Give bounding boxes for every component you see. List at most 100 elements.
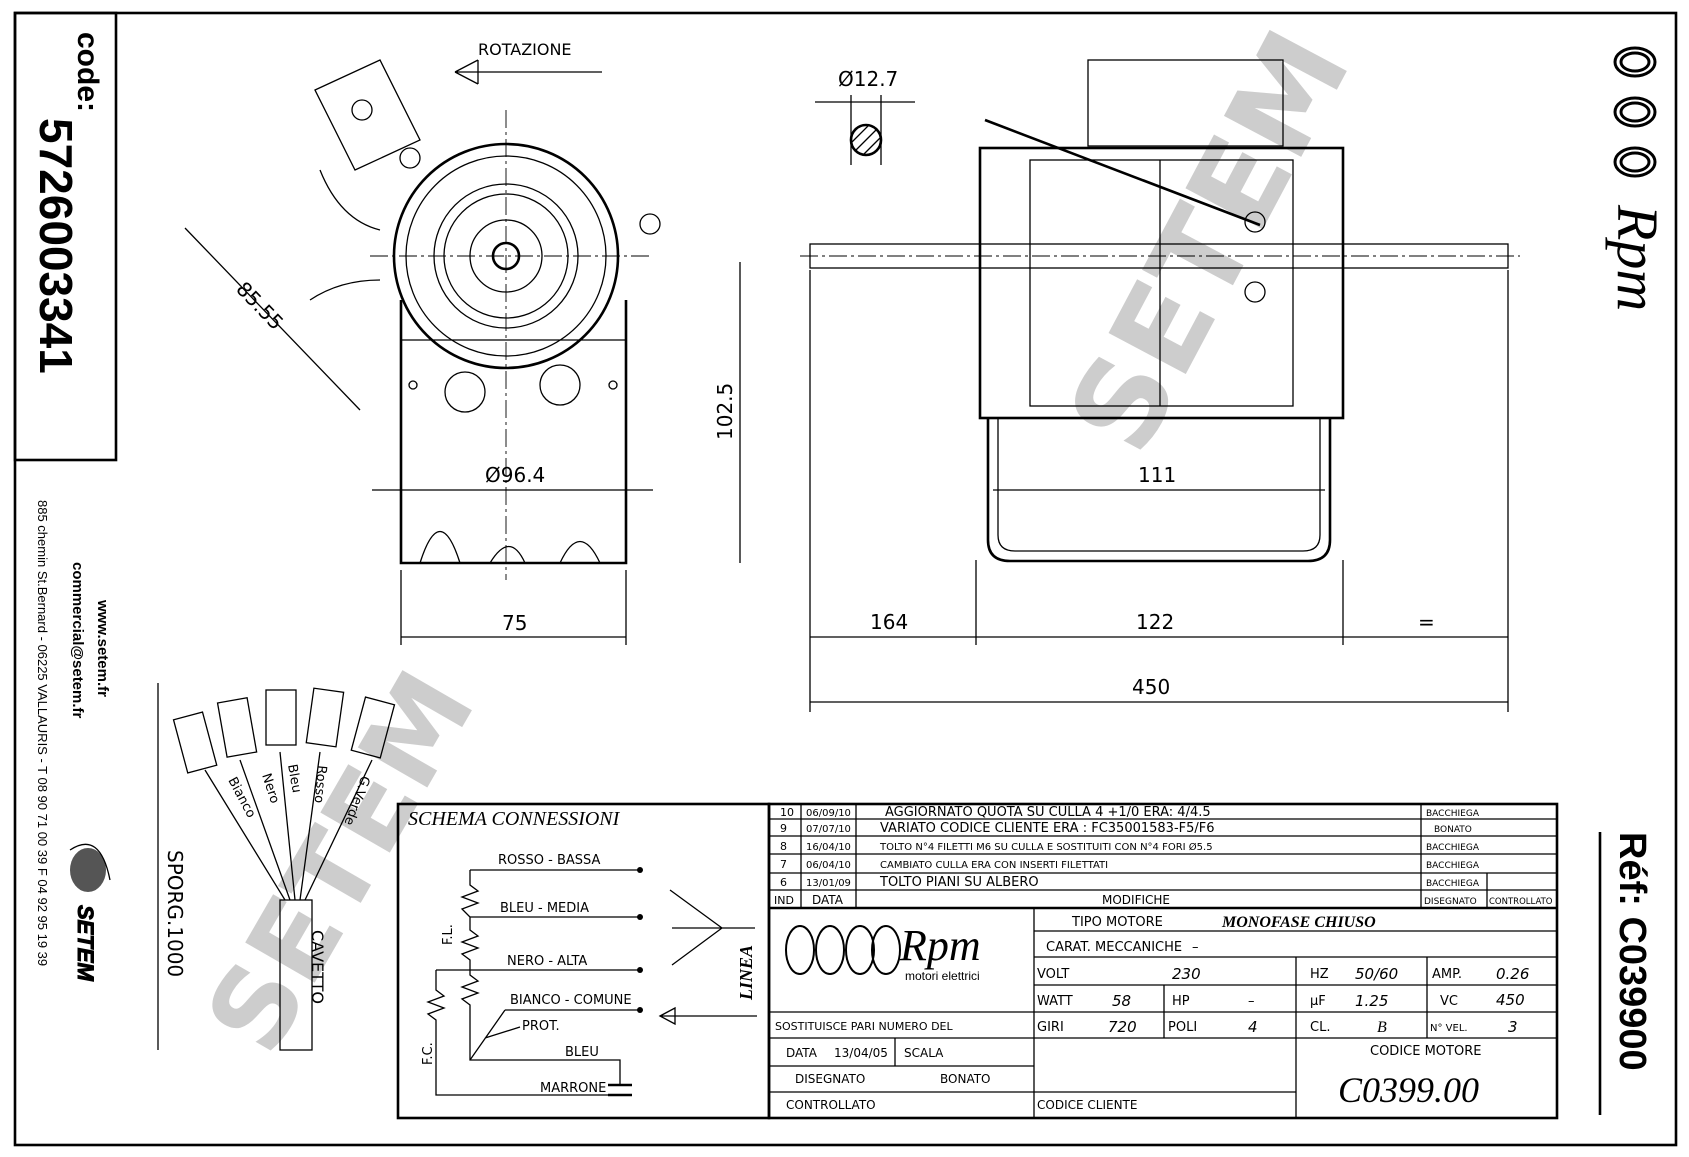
title-block-cl-label: CL. <box>1310 1020 1330 1035</box>
revisions-rows-3-text: CAMBIATO CULLA ERA CON INSERTI FILETTATI <box>880 860 1108 871</box>
title-block-giri-label: GIRI <box>1037 1020 1064 1035</box>
title-block-watt: 58 <box>1112 992 1131 1010</box>
revisions-rows-3-date: 06/04/10 <box>806 860 851 871</box>
revisions-rows-4-date: 13/01/09 <box>806 878 851 889</box>
title-block-amp: 0.26 <box>1496 965 1529 983</box>
title-block-controllato-label: CONTROLLATO <box>786 1098 876 1112</box>
drawing-rotation-label: ROTAZIONE <box>478 40 572 59</box>
schema-marrone: MARRONE <box>540 1081 606 1096</box>
wire-label: Nero <box>258 772 282 806</box>
front-view: 85.55 Ø96.4 102.5 75 <box>184 59 741 645</box>
title-block-hp: – <box>1248 994 1255 1009</box>
title-block-logo-text: Rpm <box>899 921 981 970</box>
title-block-watt-label: WATT <box>1037 994 1073 1009</box>
website-link[interactable]: www.setem.fr <box>94 599 111 697</box>
title-block-disegnato: BONATO <box>940 1072 991 1086</box>
brand-logo: Rpm <box>1605 204 1670 311</box>
revisions-rows-3-ind: 7 <box>780 858 787 871</box>
title-block-data: 13/04/05 <box>834 1046 888 1060</box>
code-box <box>13 11 118 462</box>
schema-lines-0: ROSSO - BASSA <box>498 853 601 868</box>
revisions-headers-ind: IND <box>774 894 794 907</box>
title-block-volt-label: VOLT <box>1037 967 1069 982</box>
schema-fc: F.C. <box>421 1042 436 1065</box>
dim-diag: 85.55 <box>231 277 288 335</box>
revisions-rows-3-by: BACCHIEGA <box>1426 861 1480 871</box>
shaft-section: Ø12.7 <box>815 67 915 165</box>
title-block-giri: 720 <box>1108 1018 1137 1036</box>
revisions-rows-2-date: 16/04/10 <box>806 842 851 853</box>
title-block-codice-cliente-label: CODICE CLIENTE <box>1037 1098 1137 1112</box>
revisions-rows-0-by: BACCHIEGA <box>1426 809 1480 819</box>
revisions-rows-4-by: BACCHIEGA <box>1426 879 1480 889</box>
wire-label: Bleu <box>284 763 304 794</box>
title-block-poli-label: POLI <box>1168 1020 1197 1035</box>
dim-body-length: 122 <box>1136 610 1174 634</box>
title-block-sostituisce: SOSTITUISCE PARI NUMERO DEL <box>775 1020 953 1033</box>
watermark: SETEM <box>1043 10 1378 474</box>
title-block-cl: B <box>1377 1019 1387 1036</box>
reference-code: Réf: C039900 <box>1611 832 1653 1071</box>
side-view: 111 164 122 = 450 <box>800 59 1520 712</box>
revisions-headers-date: DATA <box>812 893 844 907</box>
revisions-rows-1-ind: 9 <box>780 822 787 835</box>
cable-label: CAVETTO <box>308 930 327 1004</box>
revisions-rows-0-date: 06/09/10 <box>806 808 851 819</box>
rotation-arrow: ROTAZIONE <box>454 40 602 85</box>
revisions-headers-mods: MODIFICHE <box>1102 893 1170 907</box>
dim-shaft-right: = <box>1418 610 1435 634</box>
title-block-scala-label: SCALA <box>904 1046 944 1060</box>
title-block-tipo-motore: MONOFASE CHIUSO <box>1221 914 1376 931</box>
title-block-amp-label: AMP. <box>1432 967 1462 982</box>
contact-company-logo: SETEM <box>73 905 98 981</box>
title-block-volt: 230 <box>1172 965 1201 983</box>
setem-logo: SETEM <box>69 843 111 982</box>
watermark-1: SETEM <box>1043 10 1378 474</box>
dim-height: 102.5 <box>713 383 737 440</box>
title-block-nvel: 3 <box>1508 1018 1518 1036</box>
code-label: code: <box>71 32 104 112</box>
revisions-rows-2-ind: 8 <box>780 840 787 853</box>
code-value: 5726003341 <box>30 118 82 374</box>
rpm-title-logo: Rpm motori elettrici <box>785 921 981 983</box>
title-block-disegnato-label: DISEGNATO <box>795 1072 865 1086</box>
connection-schema: SCHEMA CONNESSIONI ROSSO - BASSA BLEU - … <box>396 802 771 1120</box>
title-block-logo-sub: motori elettrici <box>905 969 980 983</box>
wire-label: Rosso <box>311 765 329 804</box>
revisions-rows-2-text: TOLTO N°4 FILETTI M6 SU CULLA E SOSTITUI… <box>879 841 1213 853</box>
linea-label: LINEA <box>736 945 756 1001</box>
title-block-hz-label: HZ <box>1310 967 1329 982</box>
dim-shaft-left: 164 <box>870 610 908 634</box>
revisions-rows-2-by: BACCHIEGA <box>1426 843 1480 853</box>
rpm-logo: Rpm <box>1605 46 1670 311</box>
schema-lines-3: BIANCO - COMUNE <box>510 993 632 1008</box>
schema-lines-1: BLEU - MEDIA <box>500 901 589 916</box>
title-block-hz: 50/60 <box>1355 965 1398 983</box>
title-block-hp-label: HP <box>1172 994 1190 1009</box>
dim-cradle-width: 111 <box>1138 463 1176 487</box>
title-block-uf-label: µF <box>1310 994 1326 1009</box>
title-block-data-label: DATA <box>786 1046 818 1060</box>
title-block-uf: 1.25 <box>1355 992 1388 1010</box>
title-block-tipo-motore-label: TIPO MOTORE <box>1071 915 1163 930</box>
revisions-rows-0-ind: 10 <box>780 806 794 819</box>
revision-table: 10 06/09/10 AGGIORNATO QUOTA SU CULLA 4 … <box>767 802 1559 1120</box>
schema-prot: PROT. <box>522 1019 560 1034</box>
revisions-headers-drawn: DISEGNATO <box>1424 897 1477 907</box>
dim-diameter-body: Ø96.4 <box>485 463 545 487</box>
title-block-carat-label: CARAT. MECCANICHE <box>1046 940 1182 955</box>
sheet-border <box>13 11 1678 1147</box>
title-block-poli: 4 <box>1248 1018 1258 1036</box>
schema-bleu: BLEU <box>565 1045 599 1060</box>
title-block-vc: 450 <box>1496 991 1525 1009</box>
email-link[interactable]: commercial@setem.fr <box>69 562 86 719</box>
drawing-dimensions-shaft-diameter: Ø12.7 <box>838 67 898 91</box>
revisions-rows-4-ind: 6 <box>780 876 787 889</box>
title-block-codice-motore-label: CODICE MOTORE <box>1370 1044 1481 1059</box>
schema-fl: F.L. <box>441 924 456 945</box>
schema-lines-2: NERO - ALTA <box>507 954 587 969</box>
motor-code: C0399.00 <box>1338 1070 1479 1110</box>
revisions-headers-checked: CONTROLLATO <box>1489 897 1553 907</box>
title-block-vc-label: VC <box>1440 994 1458 1009</box>
